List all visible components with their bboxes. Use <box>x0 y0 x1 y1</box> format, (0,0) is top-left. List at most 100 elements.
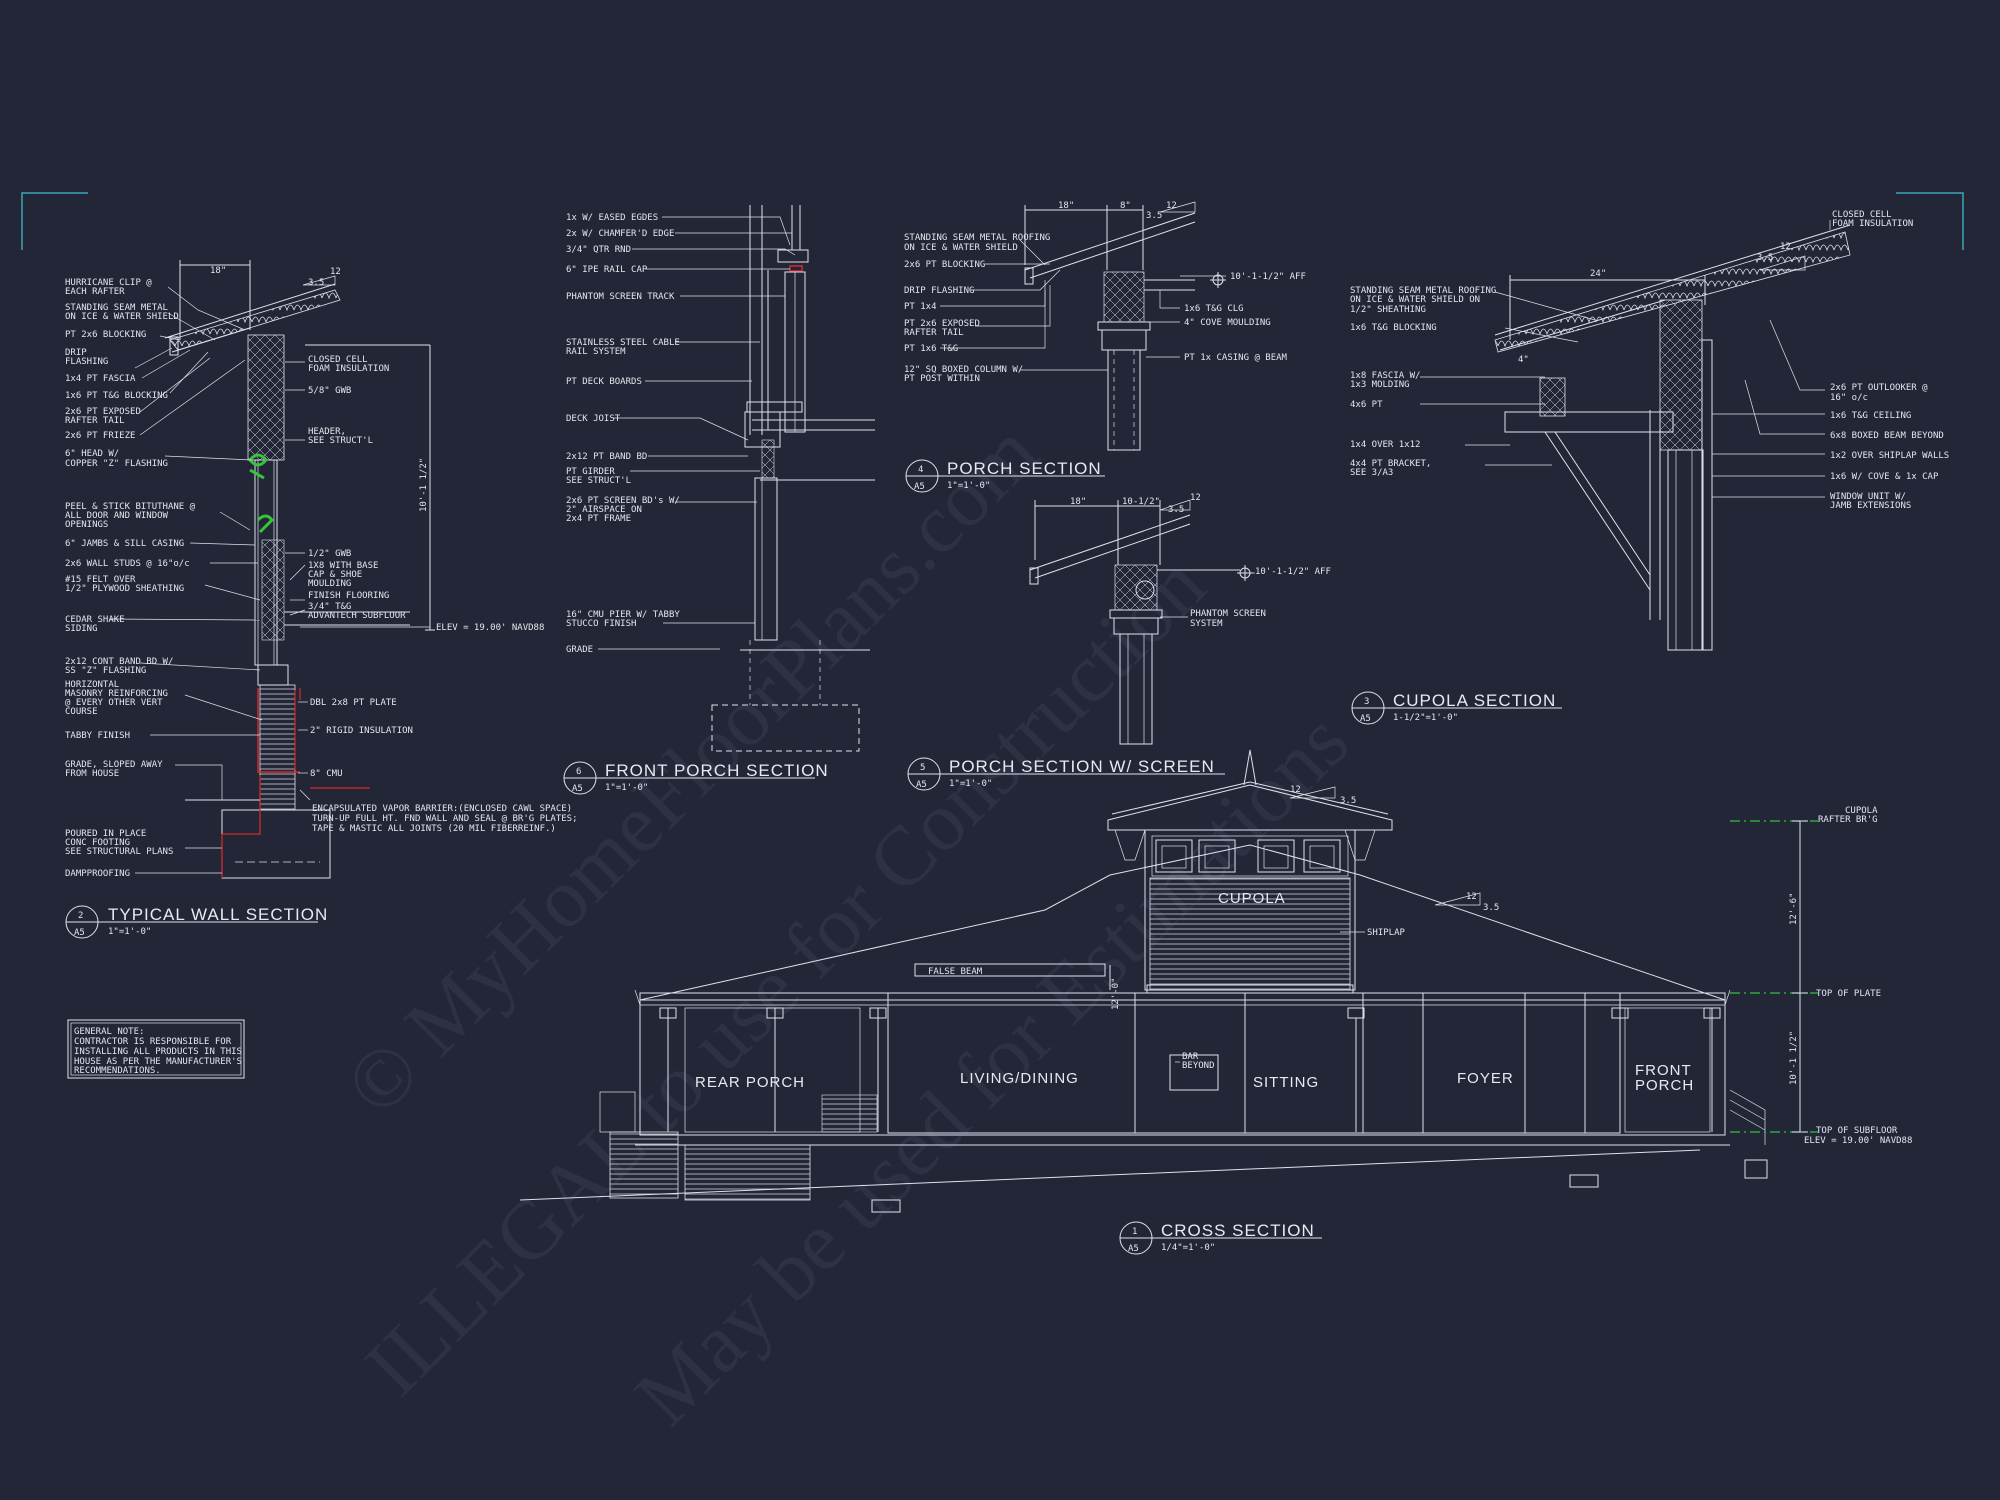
svg-text:INSTALLING ALL PRODUCTS IN THI: INSTALLING ALL PRODUCTS IN THIS <box>74 1047 242 1057</box>
section-title-front-porch: 6 A5 FRONT PORCH SECTION 1"=1'-0" <box>563 761 828 795</box>
svg-text:10'-1-1/2" AFF: 10'-1-1/2" AFF <box>1230 272 1306 282</box>
svg-text:RAFTER TAIL: RAFTER TAIL <box>65 416 125 426</box>
section-title-typical-wall: 2 A5 TYPICAL WALL SECTION 1"=1'-0" <box>65 905 328 939</box>
svg-text:HOUSE AS PER THE MANUFACTURER': HOUSE AS PER THE MANUFACTURER'S <box>74 1057 242 1067</box>
section-title-porch: 4 A5 PORCH SECTION 1"=1'-0" <box>905 459 1105 493</box>
svg-text:DAMPPROOFING: DAMPPROOFING <box>65 869 130 879</box>
svg-text:SEE 3/A3: SEE 3/A3 <box>1350 468 1393 478</box>
svg-text:DBL 2x8 PT PLATE: DBL 2x8 PT PLATE <box>310 698 397 708</box>
svg-text:3.5: 3.5 <box>1146 211 1162 221</box>
svg-text:12: 12 <box>1466 892 1477 902</box>
svg-text:3.5: 3.5 <box>1757 253 1773 263</box>
svg-text:3/4" T&G: 3/4" T&G <box>308 602 351 612</box>
svg-text:FOYER: FOYER <box>1457 1070 1514 1087</box>
porch-section-notes: STANDING SEAM METAL ROOFING ON ICE & WAT… <box>904 201 1306 384</box>
svg-text:PHANTOM SCREEN: PHANTOM SCREEN <box>1190 609 1266 619</box>
svg-text:FOAM INSULATION: FOAM INSULATION <box>308 364 389 374</box>
svg-text:12: 12 <box>1166 201 1177 211</box>
svg-text:SS "Z" FLASHING: SS "Z" FLASHING <box>65 666 146 676</box>
svg-text:2x6 PT BLOCKING: 2x6 PT BLOCKING <box>904 260 985 270</box>
porch-section-drawing <box>1024 201 1226 451</box>
svg-text:CROSS SECTION: CROSS SECTION <box>1161 1221 1315 1240</box>
svg-text:4" COVE MOULDING: 4" COVE MOULDING <box>1184 318 1271 328</box>
svg-text:4x6 PT: 4x6 PT <box>1350 400 1383 410</box>
svg-text:PT 1x6 T&G: PT 1x6 T&G <box>904 344 958 354</box>
svg-text:1x6 T&G CEILING: 1x6 T&G CEILING <box>1830 411 1911 421</box>
svg-text:RAIL SYSTEM: RAIL SYSTEM <box>566 347 626 357</box>
svg-text:EACH RAFTER: EACH RAFTER <box>65 287 125 297</box>
svg-text:STANDING SEAM METAL: STANDING SEAM METAL <box>65 303 168 313</box>
cross-section-labels: REAR PORCH LIVING/DINING SITTING FOYER F… <box>695 785 1912 1146</box>
svg-text:1x W/ EASED EGDES: 1x W/ EASED EGDES <box>566 213 658 223</box>
svg-text:6: 6 <box>576 767 581 777</box>
svg-text:PHANTOM SCREEN TRACK: PHANTOM SCREEN TRACK <box>566 292 675 302</box>
svg-text:SEE STRUCTURAL PLANS: SEE STRUCTURAL PLANS <box>65 847 173 857</box>
general-note-box: GENERAL NOTE: CONTRACTOR IS RESPONSIBLE … <box>67 1019 245 1079</box>
svg-text:12: 12 <box>1190 493 1201 503</box>
svg-text:TOP OF SUBFLOOR: TOP OF SUBFLOOR <box>1816 1126 1898 1136</box>
svg-text:A5: A5 <box>914 482 925 492</box>
porch-screen-section-drawing <box>1029 499 1253 745</box>
svg-text:10'-1-1/2" AFF: 10'-1-1/2" AFF <box>1255 567 1331 577</box>
svg-text:CONTRACTOR IS RESPONSIBLE FOR: CONTRACTOR IS RESPONSIBLE FOR <box>74 1037 232 1047</box>
svg-text:MOULDING: MOULDING <box>308 579 351 589</box>
svg-text:ADVANTECH SUBFLOOR: ADVANTECH SUBFLOOR <box>308 611 406 621</box>
svg-text:2x6 PT SCREEN BD's W/: 2x6 PT SCREEN BD's W/ <box>566 496 680 506</box>
svg-text:2: 2 <box>78 911 83 921</box>
cupola-section-drawing <box>1494 224 1851 651</box>
svg-text:A5: A5 <box>572 784 583 794</box>
svg-text:ON ICE & WATER SHIELD: ON ICE & WATER SHIELD <box>65 312 179 322</box>
svg-text:PORCH: PORCH <box>1635 1077 1694 1094</box>
svg-text:JAMB EXTENSIONS: JAMB EXTENSIONS <box>1830 501 1911 511</box>
svg-text:1x4 PT FASCIA: 1x4 PT FASCIA <box>65 374 136 384</box>
front-porch-section-drawing <box>711 205 875 752</box>
svg-text:#15 FELT OVER: #15 FELT OVER <box>65 575 136 585</box>
cross-section-drawing <box>519 749 1818 1213</box>
svg-text:DECK JOIST: DECK JOIST <box>566 414 621 424</box>
svg-text:16" CMU PIER W/ TABBY: 16" CMU PIER W/ TABBY <box>566 610 680 620</box>
svg-text:DRIP FLASHING: DRIP FLASHING <box>904 286 974 296</box>
typical-wall-section-leaders <box>109 286 430 874</box>
svg-text:18": 18" <box>210 266 226 276</box>
svg-text:FALSE BEAM: FALSE BEAM <box>928 967 983 977</box>
svg-text:COURSE: COURSE <box>65 707 98 717</box>
svg-text:1-1/2"=1'-0": 1-1/2"=1'-0" <box>1393 713 1458 723</box>
svg-text:FRONT: FRONT <box>1635 1062 1692 1079</box>
svg-text:6" IPE RAIL CAP: 6" IPE RAIL CAP <box>566 265 648 275</box>
svg-text:STANDING SEAM METAL ROOFING: STANDING SEAM METAL ROOFING <box>904 233 1050 243</box>
svg-text:3: 3 <box>1364 697 1369 707</box>
svg-text:2" RIGID INSULATION: 2" RIGID INSULATION <box>310 726 413 736</box>
svg-text:5: 5 <box>920 763 925 773</box>
svg-text:POURED IN PLACE: POURED IN PLACE <box>65 829 146 839</box>
svg-text:FINISH FLOORING: FINISH FLOORING <box>308 591 389 601</box>
svg-text:PT 2x6 BLOCKING: PT 2x6 BLOCKING <box>65 330 146 340</box>
svg-text:1x3 MOLDING: 1x3 MOLDING <box>1350 380 1410 390</box>
svg-text:1: 1 <box>1132 1227 1137 1237</box>
svg-text:2x12 CONT BAND BD W/: 2x12 CONT BAND BD W/ <box>65 657 173 667</box>
front-porch-section-notes: 1x W/ EASED EGDES 2x W/ CHAMFER'D EDGE 3… <box>566 213 680 655</box>
section-title-cupola: 3 A5 CUPOLA SECTION 1-1/2"=1'-0" <box>1351 691 1562 725</box>
svg-text:MASONRY REINFORCING: MASONRY REINFORCING <box>65 689 168 699</box>
section-title-cross: 1 A5 CROSS SECTION 1/4"=1'-0" <box>1119 1221 1322 1255</box>
svg-text:10'-1 1/2": 10'-1 1/2" <box>1789 1031 1799 1085</box>
cupola-section-notes: STANDING SEAM METAL ROOFING ON ICE & WAT… <box>1350 210 1949 511</box>
svg-text:STAINLESS STEEL CABLE: STAINLESS STEEL CABLE <box>566 338 680 348</box>
cupola-section-leaders <box>1420 220 1831 498</box>
svg-text:TABBY FINISH: TABBY FINISH <box>65 731 130 741</box>
svg-text:5/8" GWB: 5/8" GWB <box>308 386 351 396</box>
svg-text:SEE STRUCT'L: SEE STRUCT'L <box>308 436 373 446</box>
svg-text:1x2 OVER SHIPLAP WALLS: 1x2 OVER SHIPLAP WALLS <box>1830 451 1949 461</box>
svg-text:TYPICAL WALL SECTION: TYPICAL WALL SECTION <box>108 905 328 924</box>
svg-text:TAPE & MASTIC ALL JOINTS (20 M: TAPE & MASTIC ALL JOINTS (20 MIL FIBERRE… <box>312 824 556 834</box>
svg-text:COPPER "Z" FLASHING: COPPER "Z" FLASHING <box>65 459 168 469</box>
svg-text:SITTING: SITTING <box>1253 1074 1319 1091</box>
svg-text:FROM HOUSE: FROM HOUSE <box>65 769 119 779</box>
svg-text:10'-1 1/2": 10'-1 1/2" <box>419 458 429 512</box>
svg-text:GENERAL NOTE:: GENERAL NOTE: <box>74 1027 144 1037</box>
svg-text:1"=1'-0": 1"=1'-0" <box>949 779 992 789</box>
svg-text:RAFTER TAIL: RAFTER TAIL <box>904 328 964 338</box>
svg-text:18": 18" <box>1058 201 1074 211</box>
svg-text:8" CMU: 8" CMU <box>310 769 343 779</box>
svg-text:ENCAPSULATED VAPOR BARRIER:(EN: ENCAPSULATED VAPOR BARRIER:(ENCLOSED CAW… <box>312 804 572 814</box>
